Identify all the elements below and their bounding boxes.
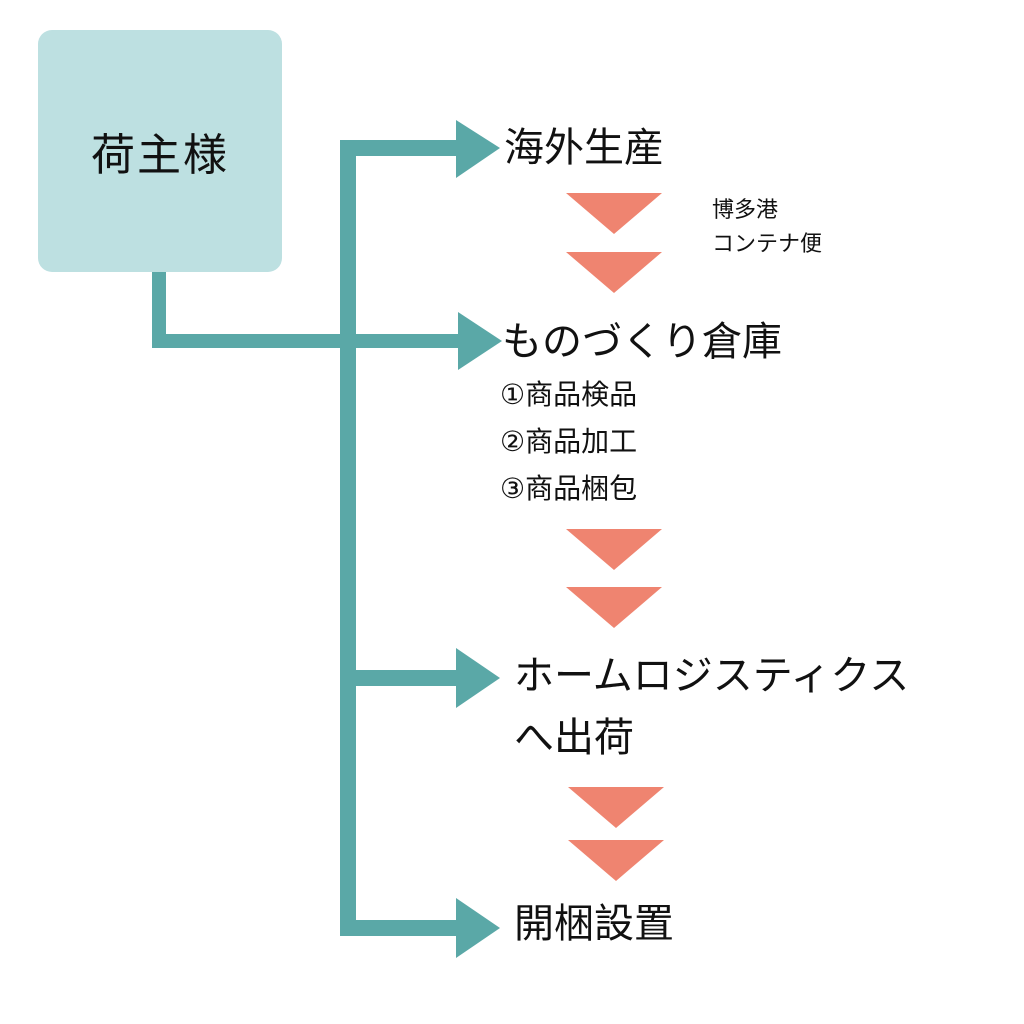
step-shipping: ホームロジスティクス へ出荷: [514, 645, 909, 769]
transport-note-line: 博多港: [712, 198, 779, 223]
shipper-label: 荷主様: [91, 130, 229, 181]
arrow-overseas-shaft: [340, 140, 462, 156]
arrow-shipping-head: [456, 648, 500, 708]
step-shipping-line: へ出荷: [514, 715, 634, 761]
warehouse-task-item: ③商品梱包: [500, 472, 638, 505]
chevron-down-1a: [566, 193, 662, 234]
arrow-warehouse-head: [458, 312, 502, 370]
arrow-overseas-head: [456, 120, 500, 178]
warehouse-task-list: ①商品検品 ②商品加工 ③商品梱包: [500, 371, 637, 512]
trunk-line: [340, 140, 356, 936]
chevron-down-2a: [566, 529, 662, 570]
transport-note: 博多港 コンテナ便: [712, 194, 822, 262]
step-unpack-install: 開梱設置: [514, 901, 674, 947]
chevron-down-3b: [568, 840, 664, 881]
shipper-join-line: [152, 334, 464, 348]
warehouse-task-item: ②商品加工: [500, 425, 638, 458]
chevron-down-3a: [568, 787, 664, 828]
arrow-shipping-shaft: [340, 670, 462, 686]
shipper-drop-line: [152, 272, 166, 348]
warehouse-task-item: ①商品検品: [500, 378, 638, 411]
arrow-install-shaft: [340, 920, 462, 936]
arrow-install-head: [456, 898, 500, 958]
transport-note-line: コンテナ便: [712, 232, 823, 257]
step-shipping-line: ホームロジスティクス: [514, 653, 910, 699]
step-overseas-production: 海外生産: [504, 125, 664, 171]
step-warehouse: ものづくり倉庫: [502, 319, 782, 365]
chevron-down-2b: [566, 587, 662, 628]
chevron-down-1b: [566, 252, 662, 293]
shipper-box: 荷主様: [38, 30, 282, 272]
